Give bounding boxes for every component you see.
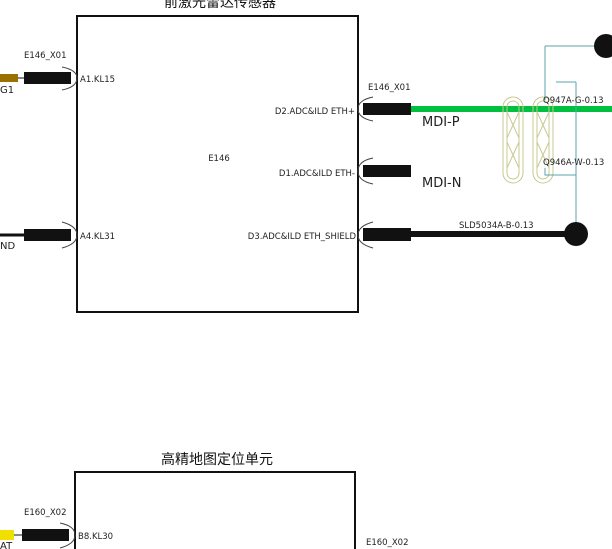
wire-label-q947a: Q947A-G-0.13 <box>543 96 604 106</box>
pin-arc <box>357 96 374 122</box>
connector-terminal[interactable] <box>363 165 411 177</box>
connector-terminal[interactable] <box>24 229 71 241</box>
connector-terminal[interactable] <box>363 228 411 241</box>
shield-wiring <box>544 45 600 225</box>
wire-stub-yellow <box>0 530 14 540</box>
module-title-hd-map: 高精地图定位单元 <box>161 451 273 468</box>
splice-node-top[interactable] <box>594 34 612 58</box>
module-box-lidar[interactable] <box>76 15 359 313</box>
pin-arc <box>357 157 374 185</box>
pin-arc <box>61 66 78 91</box>
pin-label-d3: D3.ADC&ILD ETH_SHIELD <box>248 232 357 242</box>
connector-label-right-2: E160_X02 <box>366 538 408 548</box>
splice-node-shield[interactable] <box>564 222 588 246</box>
wire-label-sld5034a: SLD5034A-B-0.13 <box>459 221 534 231</box>
wire-label-q946a: Q946A-W-0.13 <box>543 158 604 168</box>
net-label-nd: ND <box>0 241 15 252</box>
module-box-hd-map[interactable] <box>74 471 356 549</box>
pin-label-d2: D2.ADC&ILD ETH+ <box>275 107 355 117</box>
connector-label-left-2: E160_X02 <box>24 508 66 518</box>
twisted-pair-symbol <box>502 96 554 184</box>
signal-label-mdi-p: MDI-P <box>422 115 460 130</box>
connector-terminal[interactable] <box>24 72 71 84</box>
pin-label-a4: A4.KL31 <box>80 232 115 242</box>
net-label-at: AT <box>0 541 13 549</box>
pin-arc <box>59 522 76 549</box>
connector-label-right: E146_X01 <box>368 83 410 93</box>
connector-terminal[interactable] <box>363 103 411 115</box>
pin-arc <box>61 221 78 249</box>
pin-label-d1: D1.ADC&ILD ETH- <box>279 169 355 179</box>
pin-label-b8: B8.KL30 <box>78 532 113 542</box>
pin-arc <box>357 221 374 249</box>
connector-terminal[interactable] <box>22 529 69 541</box>
signal-label-mdi-n: MDI-N <box>422 176 461 191</box>
net-label-g1: G1 <box>0 85 14 96</box>
connector-label-left: E146_X01 <box>24 51 66 61</box>
module-title-lidar: 前激光雷达传感器 <box>164 0 276 11</box>
pin-label-a1: A1.KL15 <box>80 75 115 85</box>
wire-stub-brown <box>0 74 18 82</box>
module-id-label: E146 <box>208 154 230 164</box>
